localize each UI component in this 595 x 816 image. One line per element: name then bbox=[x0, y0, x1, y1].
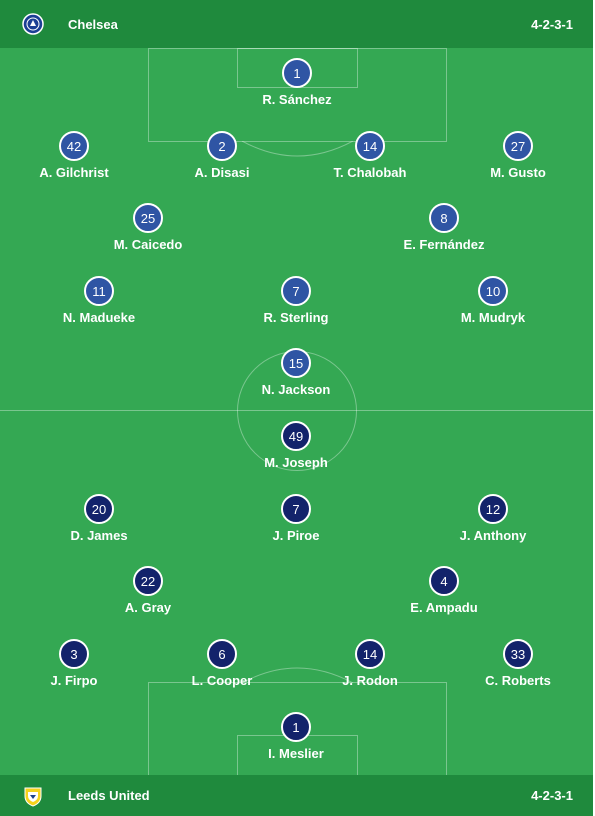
player-name: E. Ampadu bbox=[410, 600, 478, 615]
home-team-name: Chelsea bbox=[68, 16, 118, 32]
player-name: J. Anthony bbox=[459, 528, 527, 543]
top-penalty-arc bbox=[241, 141, 354, 157]
player-number: 15 bbox=[281, 348, 311, 378]
player-home-lcb[interactable]: 2 A. Disasi bbox=[162, 131, 282, 180]
player-number: 27 bbox=[503, 131, 533, 161]
player-home-am[interactable]: 7 R. Sterling bbox=[236, 276, 356, 325]
player-home-lb[interactable]: 42 A. Gilchrist bbox=[14, 131, 134, 180]
player-number: 3 bbox=[59, 639, 89, 669]
player-name: J. Firpo bbox=[50, 673, 98, 688]
player-name: M. Gusto bbox=[490, 165, 546, 180]
bottom-penalty-arc bbox=[241, 667, 354, 683]
player-away-rdm[interactable]: 4 E. Ampadu bbox=[384, 566, 504, 615]
player-name: D. James bbox=[70, 528, 128, 543]
player-away-am[interactable]: 7 J. Piroe bbox=[236, 494, 356, 543]
player-away-lb[interactable]: 3 J. Firpo bbox=[14, 639, 134, 688]
player-number: 8 bbox=[429, 203, 459, 233]
player-number: 25 bbox=[133, 203, 163, 233]
player-away-lcb[interactable]: 6 L. Cooper bbox=[162, 639, 282, 688]
player-number: 6 bbox=[207, 639, 237, 669]
player-name: M. Mudryk bbox=[460, 310, 526, 325]
home-team-header[interactable]: Chelsea 4-2-3-1 bbox=[0, 0, 593, 48]
player-number: 42 bbox=[59, 131, 89, 161]
player-home-rcb[interactable]: 14 T. Chalobah bbox=[310, 131, 430, 180]
player-home-ldm[interactable]: 25 M. Caicedo bbox=[88, 203, 208, 252]
player-name: R. Sterling bbox=[263, 310, 329, 325]
player-away-rb[interactable]: 33 C. Roberts bbox=[458, 639, 578, 688]
player-number: 2 bbox=[207, 131, 237, 161]
player-number: 12 bbox=[478, 494, 508, 524]
player-home-rdm[interactable]: 8 E. Fernández bbox=[384, 203, 504, 252]
player-number: 7 bbox=[281, 494, 311, 524]
player-home-gk[interactable]: 1 R. Sánchez bbox=[237, 58, 357, 107]
player-number: 7 bbox=[281, 276, 311, 306]
player-home-st[interactable]: 15 N. Jackson bbox=[236, 348, 356, 397]
chelsea-crest-icon bbox=[22, 13, 44, 35]
player-name: M. Joseph bbox=[264, 455, 328, 470]
player-number: 33 bbox=[503, 639, 533, 669]
player-name: I. Meslier bbox=[268, 746, 324, 761]
player-number: 1 bbox=[282, 58, 312, 88]
player-name: N. Jackson bbox=[261, 382, 331, 397]
player-number: 22 bbox=[133, 566, 163, 596]
away-formation: 4-2-3-1 bbox=[531, 788, 573, 803]
player-number: 14 bbox=[355, 131, 385, 161]
away-team-name: Leeds United bbox=[68, 788, 150, 803]
home-formation: 4-2-3-1 bbox=[531, 16, 573, 32]
player-home-rw[interactable]: 10 M. Mudryk bbox=[433, 276, 553, 325]
player-number: 11 bbox=[84, 276, 114, 306]
player-name: J. Rodon bbox=[342, 673, 398, 688]
player-away-lw[interactable]: 20 D. James bbox=[39, 494, 159, 543]
player-name: C. Roberts bbox=[485, 673, 551, 688]
player-name: L. Cooper bbox=[191, 673, 253, 688]
player-number: 10 bbox=[478, 276, 508, 306]
player-number: 4 bbox=[429, 566, 459, 596]
player-away-ldm[interactable]: 22 A. Gray bbox=[88, 566, 208, 615]
player-number: 14 bbox=[355, 639, 385, 669]
player-number: 49 bbox=[281, 421, 311, 451]
player-name: R. Sánchez bbox=[262, 92, 332, 107]
player-away-st[interactable]: 49 M. Joseph bbox=[236, 421, 356, 470]
player-name: A. Gray bbox=[124, 600, 172, 615]
player-away-gk[interactable]: 1 I. Meslier bbox=[236, 712, 356, 761]
player-name: T. Chalobah bbox=[333, 165, 407, 180]
leeds-crest-icon bbox=[22, 785, 44, 807]
player-name: A. Disasi bbox=[194, 165, 250, 180]
player-number: 20 bbox=[84, 494, 114, 524]
top-penalty-area bbox=[148, 48, 447, 142]
player-name: J. Piroe bbox=[272, 528, 320, 543]
player-name: M. Caicedo bbox=[113, 237, 183, 252]
player-name: N. Madueke bbox=[62, 310, 136, 325]
away-team-header[interactable]: Leeds United 4-2-3-1 bbox=[0, 775, 593, 816]
player-name: A. Gilchrist bbox=[39, 165, 109, 180]
player-name: E. Fernández bbox=[403, 237, 485, 252]
player-away-rcb[interactable]: 14 J. Rodon bbox=[310, 639, 430, 688]
player-home-rb[interactable]: 27 M. Gusto bbox=[458, 131, 578, 180]
player-number: 1 bbox=[281, 712, 311, 742]
player-home-lw[interactable]: 11 N. Madueke bbox=[39, 276, 159, 325]
player-away-rw[interactable]: 12 J. Anthony bbox=[433, 494, 553, 543]
